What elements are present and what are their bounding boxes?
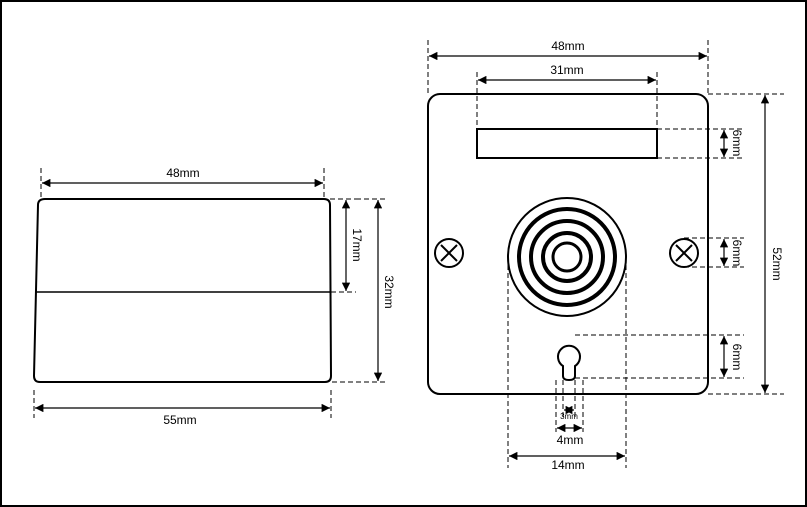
- front-keyhole-span-label: 4mm: [557, 433, 584, 447]
- keyhole: [557, 344, 581, 382]
- speaker-ring: [541, 231, 593, 283]
- front-keyhole-height-label: 6mm: [730, 344, 744, 371]
- front-total-width-label: 48mm: [551, 39, 584, 53]
- front-slot: [476, 128, 658, 159]
- front-view: 48mm 31mm 6mm 6mm 6mm 52mm 3mm: [427, 39, 784, 472]
- front-plate: [427, 93, 709, 395]
- speaker-ring: [517, 207, 617, 307]
- front-total-height-label: 52mm: [770, 247, 784, 280]
- front-slot-height-label: 6mm: [730, 130, 744, 157]
- side-bottom-width-label: 55mm: [163, 413, 196, 427]
- front-slot-width-label: 31mm: [550, 63, 583, 77]
- speaker-ring: [529, 219, 605, 295]
- side-view-body: [32, 198, 333, 383]
- front-speaker-width-label: 14mm: [551, 458, 584, 472]
- side-top-width-label: 48mm: [166, 166, 199, 180]
- speaker-outer-ring: [507, 197, 627, 317]
- screw-left-icon: [434, 238, 464, 268]
- side-view: 48mm 55mm 17mm 32mm: [32, 166, 396, 427]
- side-total-height-label: 32mm: [382, 275, 396, 308]
- side-upper-height-label: 17mm: [350, 228, 364, 261]
- front-screw-height-label: 6mm: [730, 240, 744, 267]
- front-keyhole-width-label: 3mm: [560, 412, 578, 421]
- speaker-center: [551, 241, 583, 273]
- screw-right-icon: [669, 238, 699, 268]
